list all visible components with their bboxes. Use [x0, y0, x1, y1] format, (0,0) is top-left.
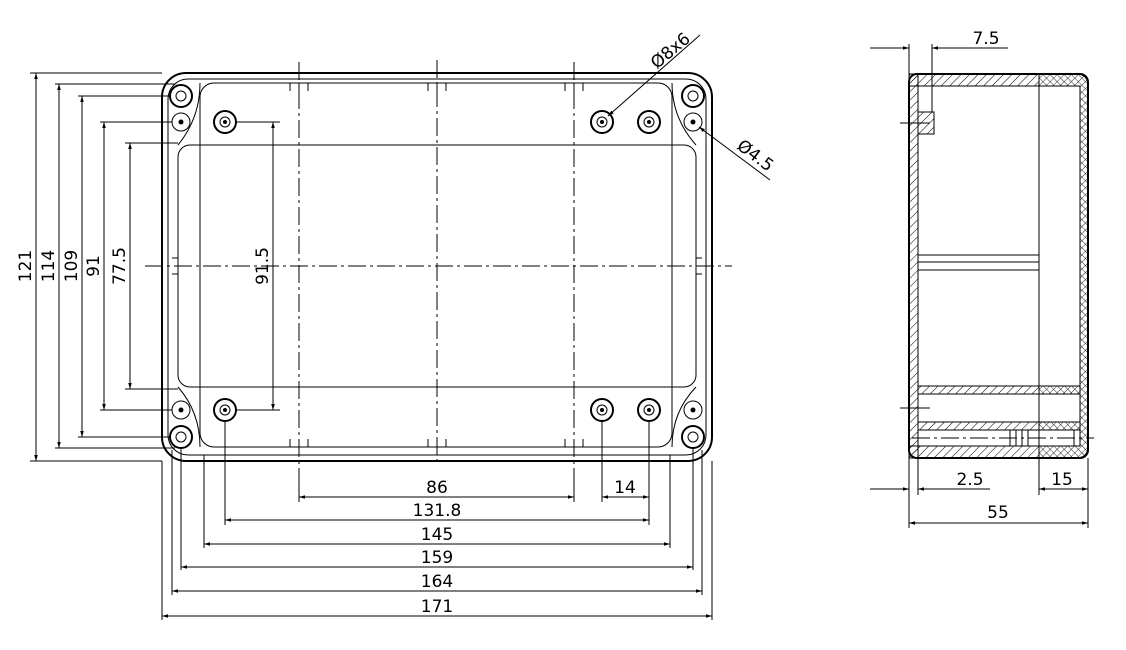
screw-hole-bl	[169, 425, 193, 449]
side-lid	[1038, 73, 1089, 459]
dim-label-145: 145	[421, 525, 453, 545]
dim-label-86: 86	[426, 478, 448, 498]
callout-label-8x6: Ø8x6	[647, 29, 694, 73]
callout-label-4-5: Ø4.5	[733, 136, 777, 176]
dim-label-121: 121	[16, 250, 36, 282]
dim-label-171: 171	[421, 597, 453, 617]
dim-label-159: 159	[421, 548, 453, 568]
dim-label-91-5: 91.5	[253, 247, 273, 285]
dim-label-114: 114	[39, 250, 59, 282]
top-view: 86 14 131.8 145 159 164 171	[16, 29, 777, 620]
dim-label-14: 14	[614, 478, 636, 498]
dim-label-77-5: 77.5	[110, 247, 130, 285]
dim-label-91: 91	[84, 255, 104, 277]
dim-label-7-5: 7.5	[972, 29, 999, 49]
internal-bosses	[213, 110, 661, 422]
side-top-wall	[908, 73, 1040, 87]
inner-wall	[199, 82, 673, 448]
side-bottom-wall	[908, 445, 1040, 459]
callout-boss-diameter	[607, 34, 701, 117]
callout-hole-diameter	[698, 126, 771, 181]
side-left-wall	[908, 73, 919, 459]
dim-label-109: 109	[62, 250, 82, 282]
dim-label-164: 164	[421, 572, 453, 592]
side-view: 7.5 2.5 15 55	[870, 29, 1094, 528]
dim-label-15: 15	[1051, 470, 1073, 490]
screw-hole-tr	[681, 84, 705, 108]
dim-label-2-5: 2.5	[956, 470, 983, 490]
dim-label-131-8: 131.8	[413, 501, 462, 521]
screw-hole-tl	[169, 84, 193, 108]
dim-label-55: 55	[987, 503, 1009, 523]
screw-hole-br	[681, 425, 705, 449]
